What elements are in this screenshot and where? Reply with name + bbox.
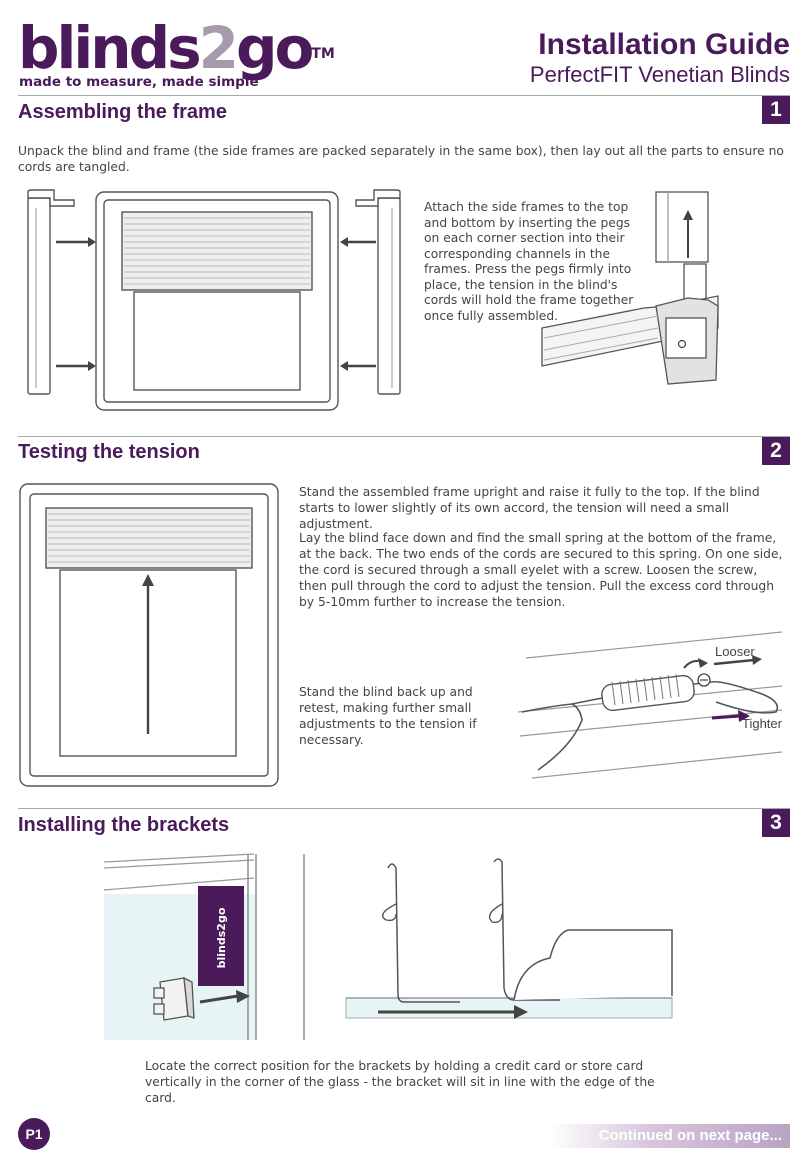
- spring-tension-diagram: Looser Tighter: [517, 631, 783, 779]
- section-3-title: Installing the brackets: [18, 814, 230, 836]
- brand-wordmark: blinds2goTM: [18, 14, 335, 82]
- section-divider: [18, 808, 790, 809]
- tighter-label: Tighter: [742, 716, 783, 731]
- continued-banner: Continued on next page...: [550, 1124, 790, 1148]
- section-1-number: 1: [762, 96, 790, 124]
- section-divider: [18, 95, 790, 96]
- section-1-intro: Unpack the blind and frame (the side fra…: [18, 144, 784, 174]
- tension-frame-diagram: [19, 483, 279, 787]
- bracket-side-diagram: [303, 854, 673, 1040]
- section-2-para-2: Lay the blind face down and find the sma…: [299, 531, 783, 609]
- section-2-title: Testing the tension: [18, 441, 200, 463]
- section-3-number: 3: [762, 809, 790, 837]
- section-1-title: Assembling the frame: [18, 101, 227, 123]
- corner-peg-diagram: [541, 191, 719, 385]
- page-number-badge: P1: [18, 1118, 50, 1150]
- card-brand-text: blinds2go: [215, 907, 228, 968]
- section-1-instruction: Attach the side frames to the top and bo…: [424, 200, 634, 323]
- brand-tagline: made to measure, made simple: [19, 74, 259, 90]
- looser-label: Looser: [715, 644, 755, 659]
- section-divider: [18, 436, 790, 437]
- document-title: Installation Guide: [538, 28, 790, 61]
- section-2-number: 2: [762, 437, 790, 465]
- section-2-para-3: Stand the blind back up and retest, maki…: [299, 685, 477, 747]
- brand-logo: blinds2goTM made to measure, made simple: [18, 14, 335, 94]
- frame-assembly-diagram: [27, 189, 401, 411]
- section-3-caption: Locate the correct position for the brac…: [145, 1059, 655, 1105]
- section-2-para-1: Stand the assembled frame upright and ra…: [299, 485, 760, 531]
- bracket-card-diagram: blinds2go: [103, 853, 257, 1040]
- document-subtitle: PerfectFIT Venetian Blinds: [529, 62, 790, 87]
